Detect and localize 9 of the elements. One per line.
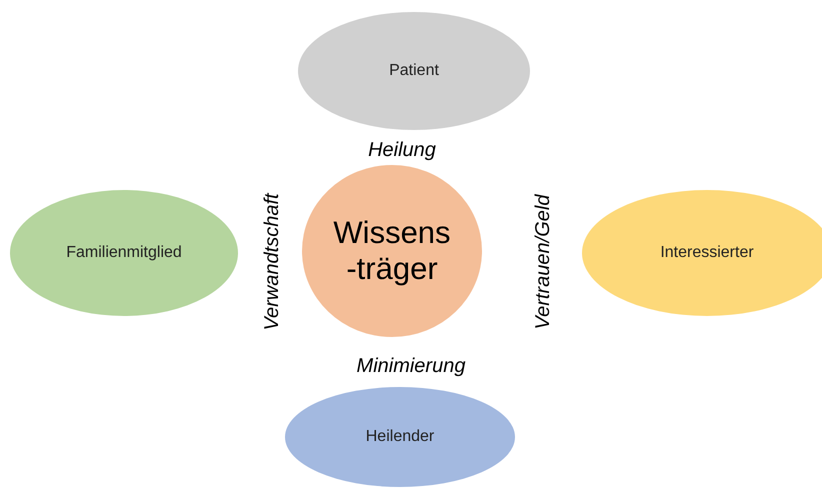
node-label: Familienmitglied <box>66 243 182 263</box>
relation-label: Verwandtschaft <box>262 193 282 331</box>
node-label: Heilender <box>366 427 434 447</box>
relation-label: Minimierung <box>356 356 466 376</box>
node-label: Patient <box>389 61 439 81</box>
relation-label: Heilung <box>368 140 436 160</box>
node-label: Interessierter <box>660 243 754 263</box>
node-label: Wissens -träger <box>332 215 452 287</box>
relation-label: Vertrauen/Geld <box>533 194 553 330</box>
